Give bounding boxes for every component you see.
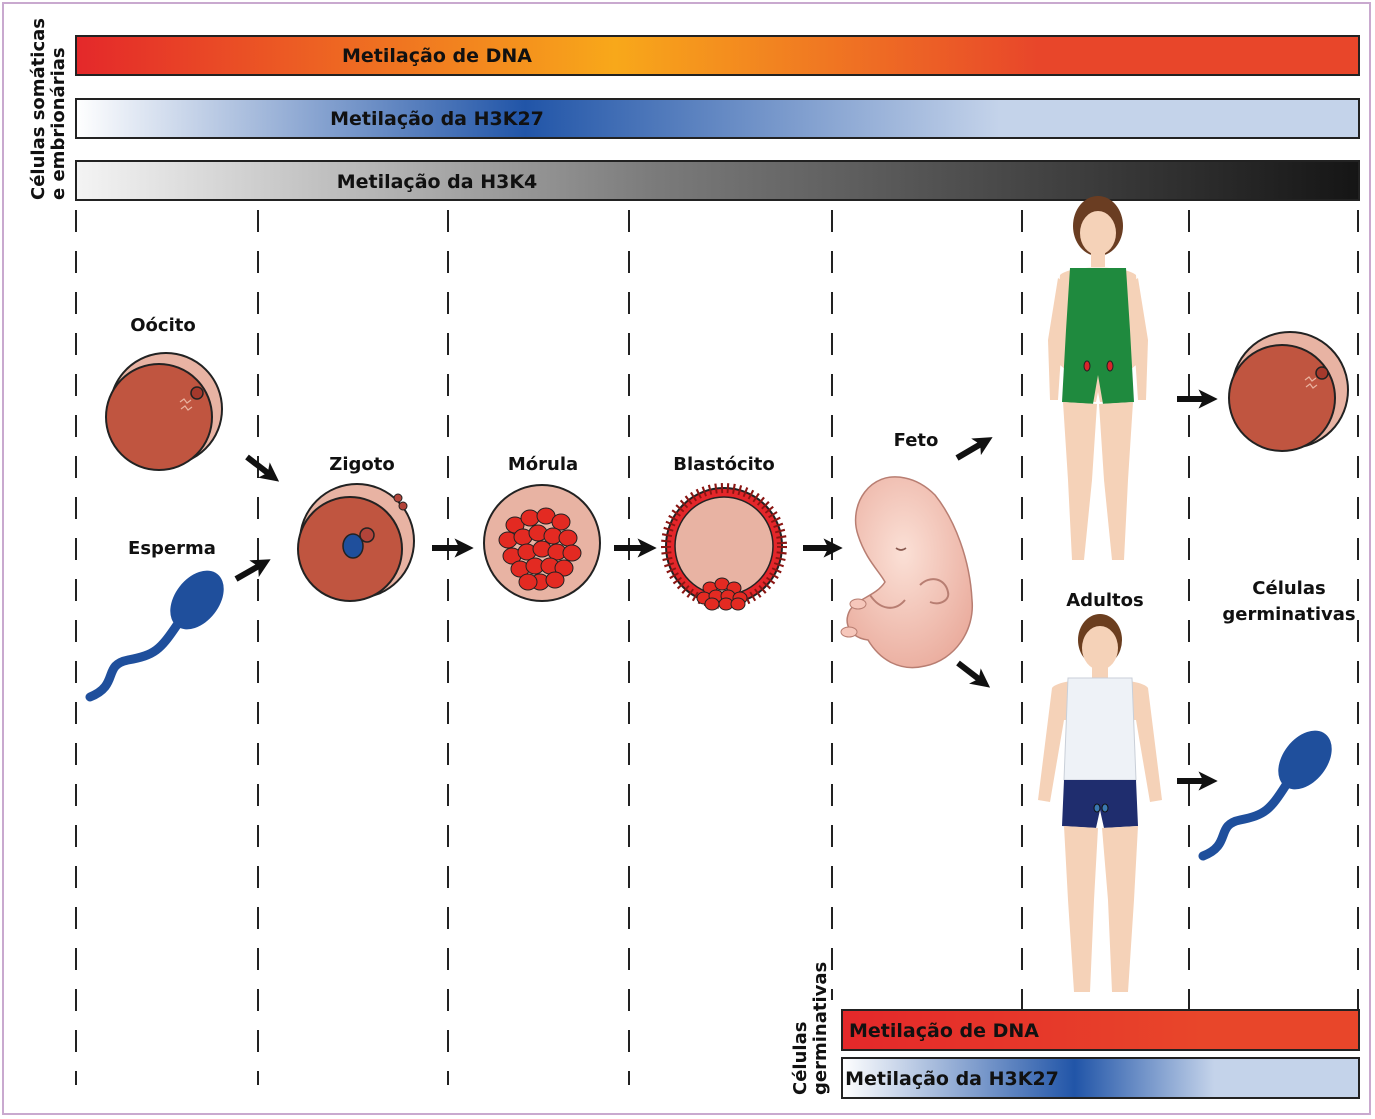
- sperm-label: Esperma: [128, 538, 216, 559]
- blastocyst-cell: Blastócito: [666, 454, 782, 610]
- adult-female-figure: [1048, 196, 1148, 560]
- h3k4-methylation-label: Metilação da H3K4: [337, 171, 538, 193]
- adult-male-figure: Adultos: [1038, 590, 1162, 992]
- arrow-oocyte-to-zygote: [247, 457, 273, 477]
- zygote-label: Zigoto: [329, 454, 394, 475]
- somatic-cells-side-label: Células somáticas e embrionárias: [28, 18, 69, 200]
- svg-text:germinativas: germinativas: [810, 962, 831, 1095]
- stage-separators: [76, 210, 1358, 1085]
- sperm-cell: [90, 560, 235, 697]
- germ-dna-methylation-label: Metilação de DNA: [849, 1020, 1039, 1042]
- h3k4-methylation-bar: [76, 161, 1359, 200]
- fetus-illustration: Feto: [841, 430, 972, 668]
- svg-text:germinativas: germinativas: [1222, 604, 1355, 625]
- germ-oocyte-cell: [1229, 332, 1348, 451]
- blastocyst-label: Blastócito: [673, 454, 775, 475]
- arrow-fetus-to-female: [957, 441, 986, 458]
- blastomere: [559, 530, 577, 546]
- dna-methylation-bar: [76, 36, 1359, 75]
- germ-h3k27-methylation-label: Metilação da H3K27: [845, 1068, 1059, 1090]
- germ-cells-side-label: Células germinativas: [790, 962, 831, 1095]
- inner-cell-mass-cell: [731, 598, 745, 610]
- oocyte-cell: Oócito: [106, 315, 222, 470]
- arrow-fetus-to-male: [958, 663, 984, 683]
- blastomere: [552, 514, 570, 530]
- adults-label: Adultos: [1066, 590, 1143, 611]
- svg-text:Células somáticas: Células somáticas: [28, 18, 49, 200]
- oocyte-label: Oócito: [130, 315, 195, 336]
- fetus-label: Feto: [894, 430, 939, 451]
- zygote-cell: Zigoto: [298, 454, 414, 601]
- bottom-methylation-bars: Metilação de DNA Metilação da H3K27: [842, 1010, 1359, 1098]
- blastomere: [563, 545, 581, 561]
- inner-cell-mass-cell: [705, 598, 719, 610]
- svg-text:e embrionárias: e embrionárias: [48, 47, 69, 200]
- h3k27-methylation-label: Metilação da H3K27: [330, 108, 544, 130]
- blastomere: [521, 510, 539, 526]
- dna-methylation-label: Metilação de DNA: [342, 45, 532, 67]
- h3k27-methylation-bar: [76, 99, 1359, 138]
- germ-sperm-cell: [1203, 720, 1343, 856]
- blastomere: [519, 574, 537, 590]
- svg-text:Células: Células: [1252, 578, 1325, 599]
- morula-label: Mórula: [508, 454, 578, 475]
- blastomere: [546, 572, 564, 588]
- top-methylation-bars: Metilação de DNA Metilação da H3K27 Meti…: [76, 36, 1359, 200]
- svg-text:Células: Células: [790, 1022, 811, 1095]
- morula-cell: Mórula: [484, 454, 600, 601]
- germ-cells-label: Células germinativas: [1222, 578, 1355, 625]
- arrow-sperm-to-zygote: [236, 563, 264, 579]
